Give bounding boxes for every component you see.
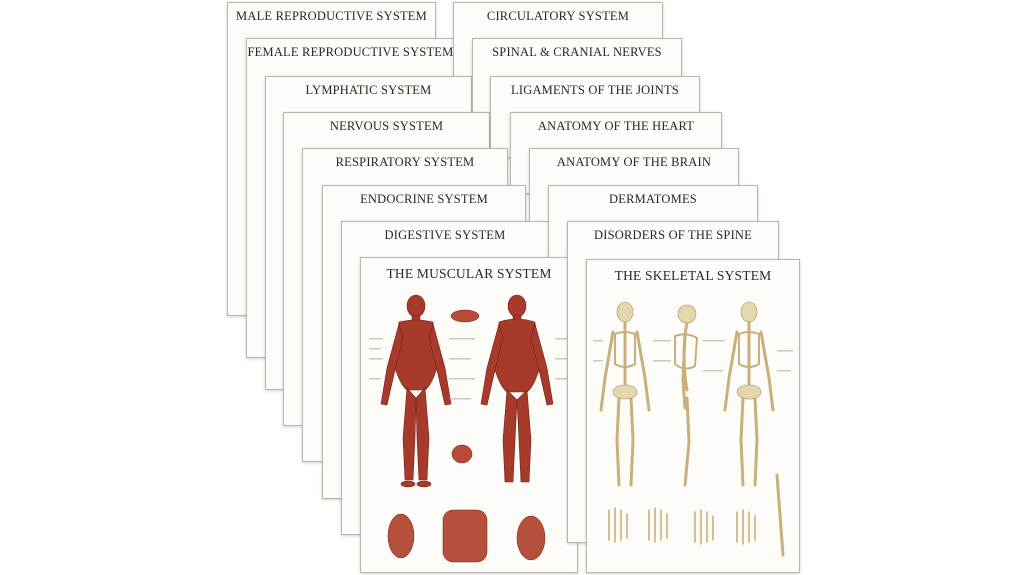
poster-title: MALE REPRODUCTIVE SYSTEM: [236, 9, 427, 23]
poster-title: ANATOMY OF THE HEART: [537, 119, 695, 133]
poster-title: ANATOMY OF THE BRAIN: [556, 155, 712, 169]
poster-skeletal: THE SKELETAL SYSTEM: [586, 259, 800, 573]
poster-title: RESPIRATORY SYSTEM: [335, 155, 475, 169]
poster-title: FEMALE REPRODUCTIVE SYSTEM: [247, 45, 454, 59]
poster-title: THE MUSCULAR SYSTEM: [386, 266, 552, 281]
poster-title: NERVOUS SYSTEM: [329, 119, 444, 133]
poster-title: SPINAL & CRANIAL NERVES: [492, 45, 662, 59]
poster-title: DISORDERS OF THE SPINE: [593, 228, 752, 242]
poster-title: CIRCULATORY SYSTEM: [486, 9, 630, 23]
poster-title: DIGESTIVE SYSTEM: [384, 228, 506, 242]
poster-title: THE SKELETAL SYSTEM: [614, 268, 772, 283]
poster-title: LIGAMENTS OF THE JOINTS: [511, 83, 679, 97]
muscular-figures-illustration: [369, 294, 571, 563]
poster-title: LYMPHATIC SYSTEM: [305, 83, 432, 97]
poster-title: ENDOCRINE SYSTEM: [360, 192, 488, 206]
skeleton-figures-illustration: [593, 301, 793, 557]
poster-title: DERMATOMES: [609, 192, 697, 206]
poster-muscular: THE MUSCULAR SYSTEM: [360, 257, 578, 573]
